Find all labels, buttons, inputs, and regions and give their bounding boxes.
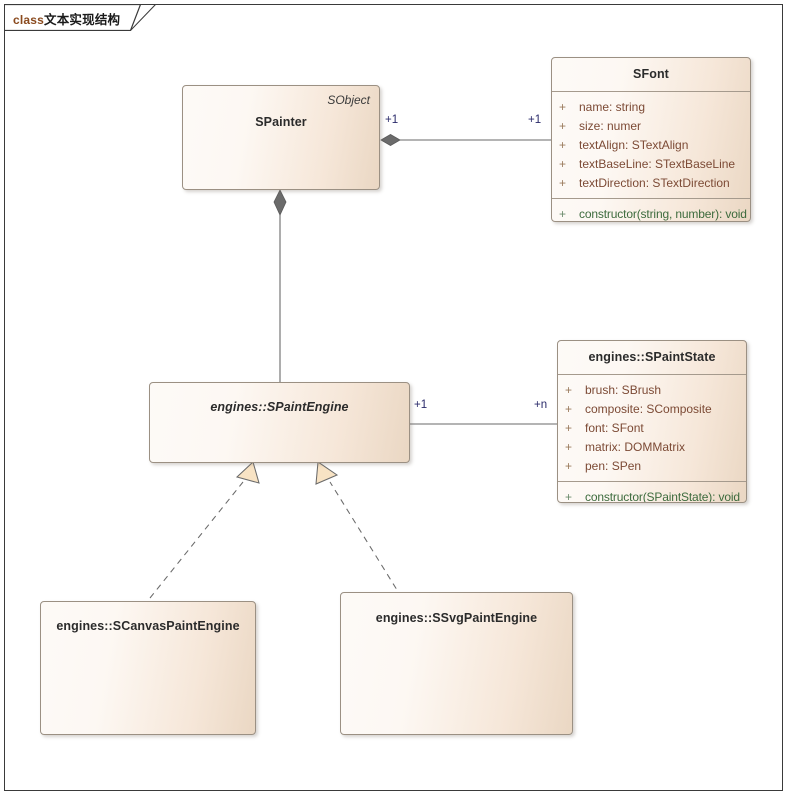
class-box-ssvgpaintengine[interactable]: engines::SSvgPaintEngine bbox=[340, 592, 573, 735]
attribute-text: name: string bbox=[579, 99, 646, 114]
diagram-title-cjk: 文本实现结构 bbox=[44, 13, 121, 27]
attribute-text: font: SFont bbox=[585, 420, 644, 435]
realization-triangle-canvas bbox=[235, 461, 260, 484]
attribute-text: textAlign: STextAlign bbox=[579, 137, 689, 152]
multiplicity-spainter-sfont-source: +1 bbox=[385, 114, 399, 126]
attribute-row: + brush: SBrush bbox=[558, 380, 746, 399]
operation-text: constructor(SPaintState): void bbox=[585, 489, 740, 503]
class-header-scanvaspaintengine: engines::SCanvasPaintEngine bbox=[41, 602, 255, 643]
connector-spainter-spaintengine bbox=[273, 189, 287, 382]
visibility-marker: + bbox=[565, 489, 573, 503]
visibility-marker: + bbox=[565, 382, 573, 397]
diagram-title-latin: class bbox=[13, 13, 45, 27]
class-header-ssvgpaintengine: engines::SSvgPaintEngine bbox=[341, 593, 572, 635]
class-box-spaintstate[interactable]: engines::SPaintState + brush: SBrush + c… bbox=[557, 340, 747, 503]
visibility-marker: + bbox=[565, 458, 573, 473]
realization-triangle-svg bbox=[315, 461, 339, 485]
diagram-title: class文本实现结构 bbox=[13, 9, 120, 28]
connector-spainter-sfont bbox=[380, 134, 556, 146]
class-title-spaintstate: engines::SPaintState bbox=[588, 350, 716, 364]
visibility-marker: + bbox=[559, 118, 567, 133]
multiplicity-spainter-sfont-target: +1 bbox=[528, 114, 542, 126]
class-box-spainter[interactable]: SObject SPainter bbox=[182, 85, 380, 190]
attribute-text: pen: SPen bbox=[585, 458, 642, 473]
class-header-spaintstate: engines::SPaintState bbox=[558, 341, 746, 374]
class-header-sfont: SFont bbox=[552, 58, 750, 91]
class-title-scanvaspaintengine: engines::SCanvasPaintEngine bbox=[56, 619, 240, 633]
class-title-ssvgpaintengine: engines::SSvgPaintEngine bbox=[375, 611, 538, 625]
operation-row: + constructor(SPaintState): void bbox=[558, 487, 746, 503]
visibility-marker: + bbox=[565, 420, 573, 435]
operation-text: constructor(string, number): void bbox=[579, 206, 747, 221]
class-box-scanvaspaintengine[interactable]: engines::SCanvasPaintEngine bbox=[40, 601, 256, 735]
diagram-frame-title-tab bbox=[4, 4, 156, 31]
attribute-row: + font: SFont bbox=[558, 418, 746, 437]
operations-spaintstate: + constructor(SPaintState): void bbox=[558, 482, 746, 503]
attribute-text: brush: SBrush bbox=[585, 382, 662, 397]
divider bbox=[558, 481, 746, 482]
visibility-marker: + bbox=[559, 99, 567, 114]
attributes-sfont: + name: string + size: numer + textAlign… bbox=[552, 92, 750, 198]
visibility-marker: + bbox=[559, 156, 567, 171]
attribute-row: + composite: SComposite bbox=[558, 399, 746, 418]
operation-row: + constructor(string, number): void bbox=[552, 204, 750, 221]
class-title-sfont: SFont bbox=[633, 67, 669, 81]
attributes-spaintstate: + brush: SBrush + composite: SComposite … bbox=[558, 375, 746, 481]
connector-canvas-realization bbox=[149, 461, 260, 599]
composition-diamond-spaintengine bbox=[273, 189, 287, 216]
class-box-spaintengine[interactable]: engines::SPaintEngine bbox=[149, 382, 410, 463]
visibility-marker: + bbox=[559, 137, 567, 152]
attribute-text: composite: SComposite bbox=[585, 401, 712, 416]
class-stereotype-spainter: SObject bbox=[327, 93, 370, 107]
attribute-text: matrix: DOMMatrix bbox=[585, 439, 685, 454]
connector-svg-realization bbox=[315, 461, 403, 599]
attribute-row: + pen: SPen bbox=[558, 456, 746, 475]
attribute-row: + size: numer bbox=[552, 116, 750, 135]
divider bbox=[552, 91, 750, 92]
class-header-spainter: SObject SPainter bbox=[183, 86, 379, 139]
attribute-row: + textBaseLine: STextBaseLine bbox=[552, 154, 750, 173]
visibility-marker: + bbox=[559, 206, 567, 221]
divider bbox=[558, 374, 746, 375]
class-header-spaintengine: engines::SPaintEngine bbox=[150, 383, 409, 424]
attribute-text: textDirection: STextDirection bbox=[579, 175, 730, 190]
composition-diamond-sfont bbox=[380, 134, 401, 146]
divider bbox=[552, 198, 750, 199]
attribute-row: + matrix: DOMMatrix bbox=[558, 437, 746, 456]
operations-sfont: + constructor(string, number): void bbox=[552, 199, 750, 221]
attribute-row: + textAlign: STextAlign bbox=[552, 135, 750, 154]
class-box-sfont[interactable]: SFont + name: string + size: numer + tex… bbox=[551, 57, 751, 222]
attribute-text: size: numer bbox=[579, 118, 642, 133]
visibility-marker: + bbox=[565, 401, 573, 416]
multiplicity-spaintengine-spaintstate-source: +1 bbox=[414, 399, 428, 411]
visibility-marker: + bbox=[559, 175, 567, 190]
visibility-marker: + bbox=[565, 439, 573, 454]
class-title-spaintengine: engines::SPaintEngine bbox=[210, 400, 349, 414]
attribute-row: + name: string bbox=[552, 97, 750, 116]
class-title-spainter: SPainter bbox=[255, 115, 307, 129]
attribute-row: + textDirection: STextDirection bbox=[552, 173, 750, 192]
attribute-text: textBaseLine: STextBaseLine bbox=[579, 156, 736, 171]
multiplicity-spaintengine-spaintstate-target: +n bbox=[534, 399, 548, 411]
